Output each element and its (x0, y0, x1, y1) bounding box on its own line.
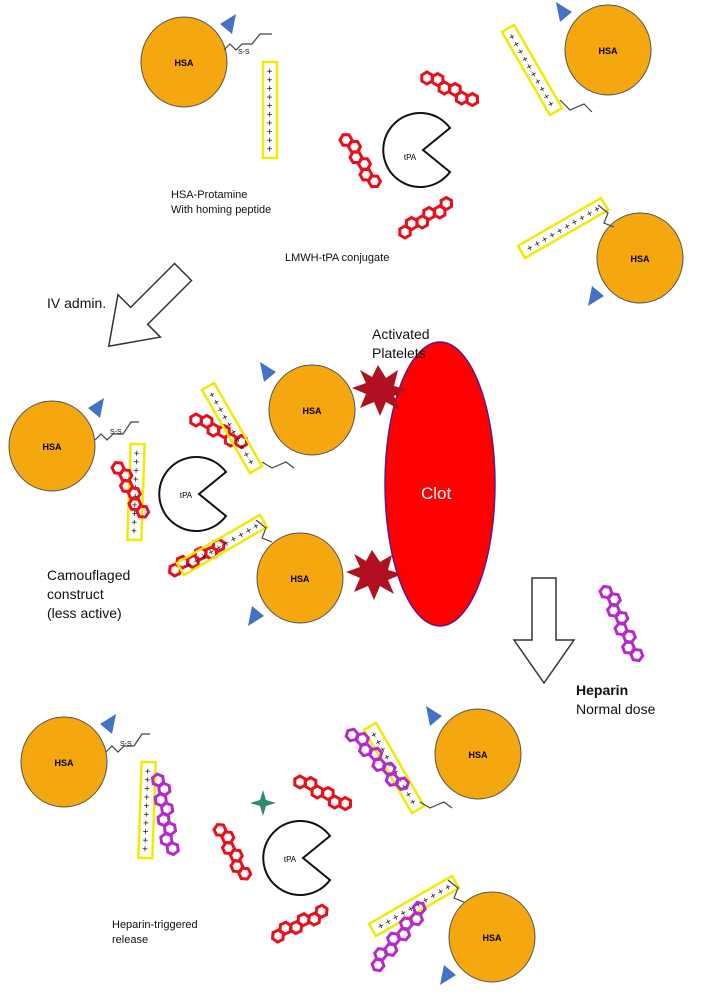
hsa-protamine-middle-upper (200, 361, 356, 475)
hsa-heparin-bottom-upper-right (344, 705, 522, 815)
heparin-triggered-label: Heparin-triggered release (112, 919, 198, 946)
clot (384, 341, 496, 627)
hsa-label: HSA (174, 58, 194, 68)
clot-label: Clot (421, 484, 452, 503)
heparin-dose-label: Normal dose (576, 701, 656, 717)
hsa-label: HSA (482, 933, 502, 943)
free-heparin-chain (599, 583, 644, 665)
hsa-heparin-bottom-lower-right (366, 874, 536, 986)
activated-platelet-upper (352, 365, 408, 416)
activated-platelets-label: Activated Platelets (372, 326, 430, 361)
hsa-label: HSA (302, 406, 322, 416)
hsa-label: HSA (468, 750, 488, 760)
heparin-arrow (513, 577, 575, 684)
hsa-protamine-caption: HSA-Protamine With homing peptide (171, 189, 272, 216)
activity-star (250, 790, 276, 816)
disulfide-label: S-S (238, 49, 250, 56)
iv-admin-label: IV admin. (47, 295, 107, 311)
disulfide-label: S-S (120, 741, 132, 748)
hsa-label: HSA (290, 574, 310, 584)
hsa-protamine-top-right (500, 1, 652, 117)
hsa-heparin-bottom-left (20, 713, 179, 860)
heparin-label: Heparin (576, 682, 629, 698)
hsa-label: HSA (54, 758, 74, 768)
hsa-label: HSA (630, 254, 650, 264)
hsa-label: HSA (598, 46, 618, 56)
hsa-label: HSA (42, 442, 62, 452)
hsa-protamine-top-left (140, 13, 279, 160)
hsa-protamine-mid-right (516, 196, 684, 307)
hsa-protamine-middle-left (8, 397, 146, 542)
activated-platelet-lower (346, 550, 402, 600)
tpa-label: tPA (180, 491, 193, 500)
hsa-protamine-middle-lower (175, 513, 344, 627)
tpa-label: tPA (284, 855, 297, 864)
lmwh-tpa-caption: LMWH-tPA conjugate (285, 252, 390, 264)
disulfide-label: S-S (110, 429, 122, 436)
tpa-label: tPA (404, 153, 417, 162)
camouflaged-label: Camouflaged construct (less active) (47, 567, 131, 621)
